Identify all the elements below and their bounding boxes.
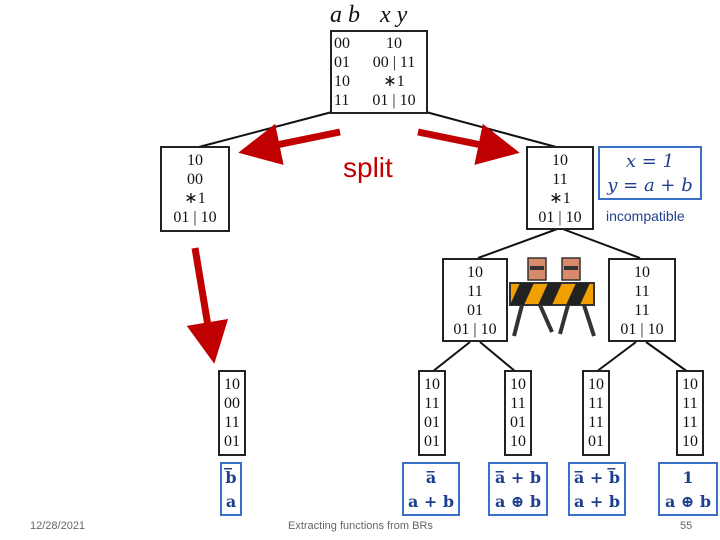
leaf-row: 11 — [682, 414, 698, 431]
leaf-row: 01 — [424, 414, 440, 431]
incompatible-label: incompatible — [606, 208, 685, 224]
leaf-row: 00 — [224, 395, 240, 412]
leaf-row: 01 — [588, 433, 604, 450]
left-node-row: 10 — [187, 152, 203, 169]
edge-rrright-leaf5 — [645, 341, 689, 373]
leaf-row: 11 — [224, 414, 240, 431]
leaf-node: 10 00 11 01 — [218, 370, 246, 456]
root-xy-row: ∗1 — [383, 73, 405, 90]
rr-left-node: 10 11 01 01 | 10 — [442, 258, 508, 342]
edge-root-right — [425, 111, 561, 149]
split-label: split — [343, 152, 393, 183]
rr-right-row: 10 — [634, 264, 650, 281]
root-ab-row: 11 — [334, 92, 350, 109]
incompatible-eq-x: x = 1 — [625, 151, 675, 172]
leaf-row: 11 — [588, 395, 604, 412]
leaf-node: 10 11 01 10 — [504, 370, 532, 456]
rr-left-row: 01 — [467, 302, 483, 319]
function-x: b̅ — [225, 468, 237, 487]
right-node: 10 11 ∗1 01 | 10 — [526, 146, 594, 230]
right-node-row: ∗1 — [549, 190, 571, 207]
edge-root-left — [194, 111, 333, 149]
function-y: a ⊕ b — [494, 492, 542, 511]
leaf-row: 01 — [510, 414, 526, 431]
root-xy-row: 01 | 10 — [372, 92, 416, 109]
footer-title: Extracting functions from BRs — [288, 520, 433, 532]
edge-rrleft-leaf3 — [479, 341, 517, 373]
leaf-row: 11 — [510, 395, 526, 412]
left-node-row: ∗1 — [184, 190, 206, 207]
edge-rrleft-leaf2 — [431, 341, 471, 373]
root-ab-row: 01 — [334, 54, 350, 71]
rr-left-row: 11 — [467, 283, 483, 300]
root-xy-row: 10 — [386, 35, 402, 52]
footer-date: 12/28/2021 — [30, 520, 86, 532]
function-y: a + b — [573, 492, 621, 511]
leaf-row: 10 — [510, 376, 526, 393]
rr-right-row: 11 — [634, 283, 650, 300]
root-ab-row: 00 — [334, 35, 350, 52]
edge-right-rrleft — [477, 227, 561, 259]
function-box: a̅ a + b — [402, 462, 460, 516]
function-box: 1 a ⊕ b — [658, 462, 718, 516]
leaf-row: 10 — [682, 433, 698, 450]
leaf-row: 10 — [682, 376, 698, 393]
function-y: a + b — [407, 492, 455, 511]
function-x: 1 — [682, 468, 694, 487]
function-y: a — [225, 492, 237, 511]
root-node: 00 01 10 11 10 00 | 11 ∗1 01 | 10 — [330, 30, 428, 114]
rr-left-row: 10 — [467, 264, 483, 281]
leaf-row: 10 — [510, 433, 526, 450]
left-node-row: 01 | 10 — [173, 209, 217, 226]
footer-page: 55 — [680, 520, 693, 532]
split-arrow-right — [417, 123, 520, 165]
leaf-row: 11 — [424, 395, 440, 412]
leaf-row: 11 — [588, 414, 604, 431]
function-box: a̅ + b a ⊕ b — [488, 462, 548, 516]
right-node-row: 10 — [552, 152, 568, 169]
header-xy: x y — [380, 2, 408, 28]
incompatible-eq-y: y = a + b — [607, 175, 693, 196]
function-box: b̅ a — [220, 462, 242, 516]
rr-left-row: 01 | 10 — [453, 321, 497, 338]
leaf-node: 10 11 11 10 — [676, 370, 704, 456]
rr-right-row: 01 | 10 — [620, 321, 664, 338]
edge-right-rrright — [559, 227, 641, 259]
leaf-row: 10 — [424, 376, 440, 393]
leaf-row: 01 — [424, 433, 440, 450]
leaf-row: 10 — [588, 376, 604, 393]
roadblock-icon — [509, 257, 596, 337]
edge-rrright-leaf4 — [595, 341, 637, 373]
left-node: 10 00 ∗1 01 | 10 — [160, 146, 230, 232]
rr-right-node: 10 11 11 01 | 10 — [608, 258, 676, 342]
leaf-row: 10 — [224, 376, 240, 393]
leaf-node: 10 11 01 01 — [418, 370, 446, 456]
incompatible-box: x = 1 y = a + b — [598, 146, 702, 200]
function-x: a̅ — [425, 468, 437, 487]
split-arrow-left — [238, 123, 341, 165]
rr-right-row: 11 — [634, 302, 650, 319]
leaf-node: 10 11 11 01 — [582, 370, 610, 456]
root-xy-row: 00 | 11 — [372, 54, 416, 71]
function-box: a̅ + b̅ a + b — [568, 462, 626, 516]
leaf-row: 01 — [224, 433, 240, 450]
left-node-row: 00 — [187, 171, 203, 188]
function-x: a̅ + b̅ — [573, 468, 621, 487]
left-down-arrow — [186, 247, 229, 364]
right-node-row: 11 — [552, 171, 568, 188]
function-y: a ⊕ b — [664, 492, 712, 511]
leaf-row: 11 — [682, 395, 698, 412]
root-ab-row: 10 — [334, 73, 350, 90]
function-x: a̅ + b — [494, 468, 542, 487]
header-ab: a b — [330, 2, 360, 28]
right-node-row: 01 | 10 — [538, 209, 582, 226]
